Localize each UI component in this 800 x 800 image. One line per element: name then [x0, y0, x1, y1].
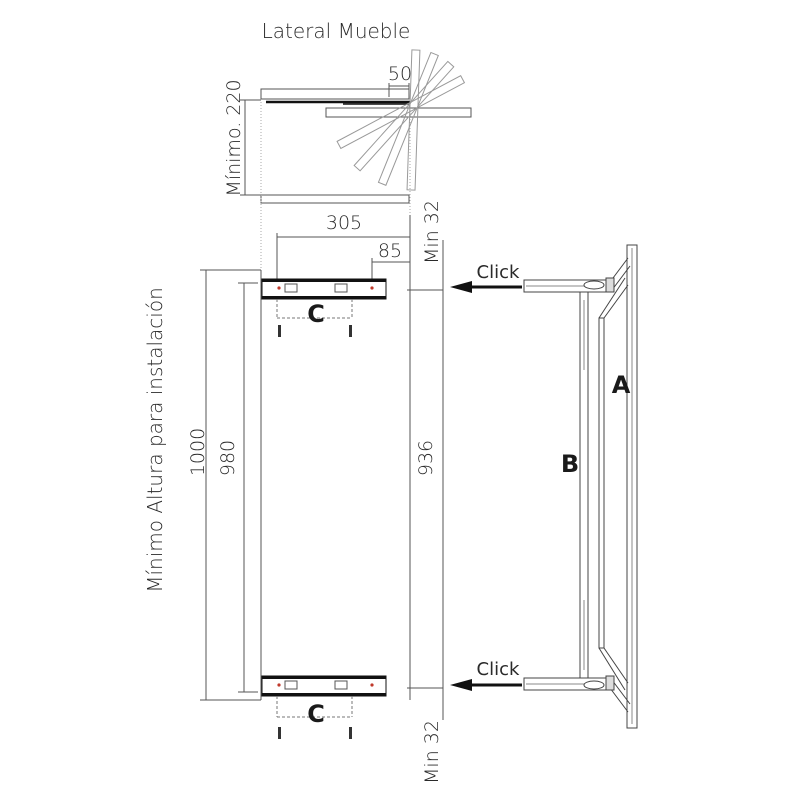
part-c-bottom-label: C — [307, 700, 325, 728]
height-980-dimension: 980 — [217, 440, 239, 476]
min-32-bottom-dimension: Min 32 — [421, 720, 443, 784]
rail-bottom — [261, 675, 387, 739]
min-32-top-dimension: Min 32 — [421, 200, 443, 264]
door-closed — [325, 107, 472, 118]
click-arrow-top — [450, 281, 522, 293]
offset-dimension: 85 — [378, 240, 402, 262]
lower-side-panel — [260, 194, 410, 204]
height-936-dimension: 936 — [415, 440, 437, 476]
min-height-label: Mínimo Altura para instalación — [143, 287, 167, 593]
click-top-label: Click — [477, 262, 520, 283]
min-depth-dimension: Mínimo. 220 — [223, 79, 245, 196]
part-a-label: A — [612, 371, 631, 399]
part-b-label: B — [561, 450, 579, 478]
rail-top — [261, 278, 387, 337]
part-c-top-label: C — [307, 300, 325, 328]
click-bottom-label: Click — [477, 659, 520, 680]
front-view — [200, 215, 444, 720]
upper-side-panel — [260, 88, 410, 100]
width-dimension: 305 — [326, 212, 362, 234]
title: Lateral Mueble — [262, 19, 411, 43]
hinge-offset-dimension: 50 — [388, 63, 412, 85]
click-arrow-bottom — [450, 679, 522, 691]
door-assembly — [523, 244, 638, 729]
height-1000-dimension: 1000 — [187, 428, 209, 476]
